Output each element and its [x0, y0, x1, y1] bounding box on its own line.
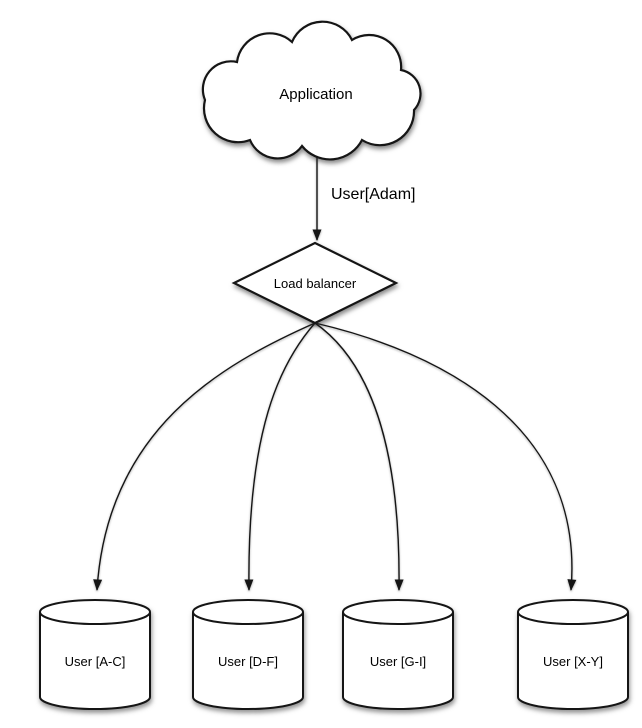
edge-loadbalancer-to-shard-a-c	[93, 322, 316, 591]
cylinder-shape	[517, 612, 629, 710]
cylinder-top	[39, 599, 151, 625]
edge-user-adam-label: User[Adam]	[331, 186, 415, 203]
application-label: Application	[279, 86, 352, 103]
cloud-shape	[201, 20, 422, 161]
cylinder-shape	[342, 612, 454, 710]
shard-d-f-node: User [D-F]	[192, 599, 304, 710]
shard-g-i-label: User [G-I]	[370, 654, 426, 669]
diamond-shape	[231, 241, 399, 325]
cylinder-shape	[39, 612, 151, 710]
edge-loadbalancer-to-shard-x-y	[314, 322, 577, 591]
shard-a-c-node: User [A-C]	[39, 599, 151, 710]
shard-g-i-node: User [G-I]	[342, 599, 454, 710]
application-node: Application	[201, 20, 422, 161]
load-balancer-node: Load balancer	[231, 241, 399, 325]
edges	[93, 154, 577, 591]
edge-loadbalancer-to-shard-g-i	[314, 322, 404, 591]
edge-loadbalancer-to-shard-d-f	[244, 322, 316, 591]
cylinder-top	[517, 599, 629, 625]
shard-d-f-label: User [D-F]	[218, 654, 278, 669]
cylinder-shape	[192, 612, 304, 710]
shard-x-y-node: User [X-Y]	[517, 599, 629, 710]
load-balancer-label: Load balancer	[274, 276, 357, 291]
cylinder-top	[192, 599, 304, 625]
shard-a-c-label: User [A-C]	[65, 654, 126, 669]
shard-x-y-label: User [X-Y]	[543, 654, 603, 669]
cylinder-top	[342, 599, 454, 625]
